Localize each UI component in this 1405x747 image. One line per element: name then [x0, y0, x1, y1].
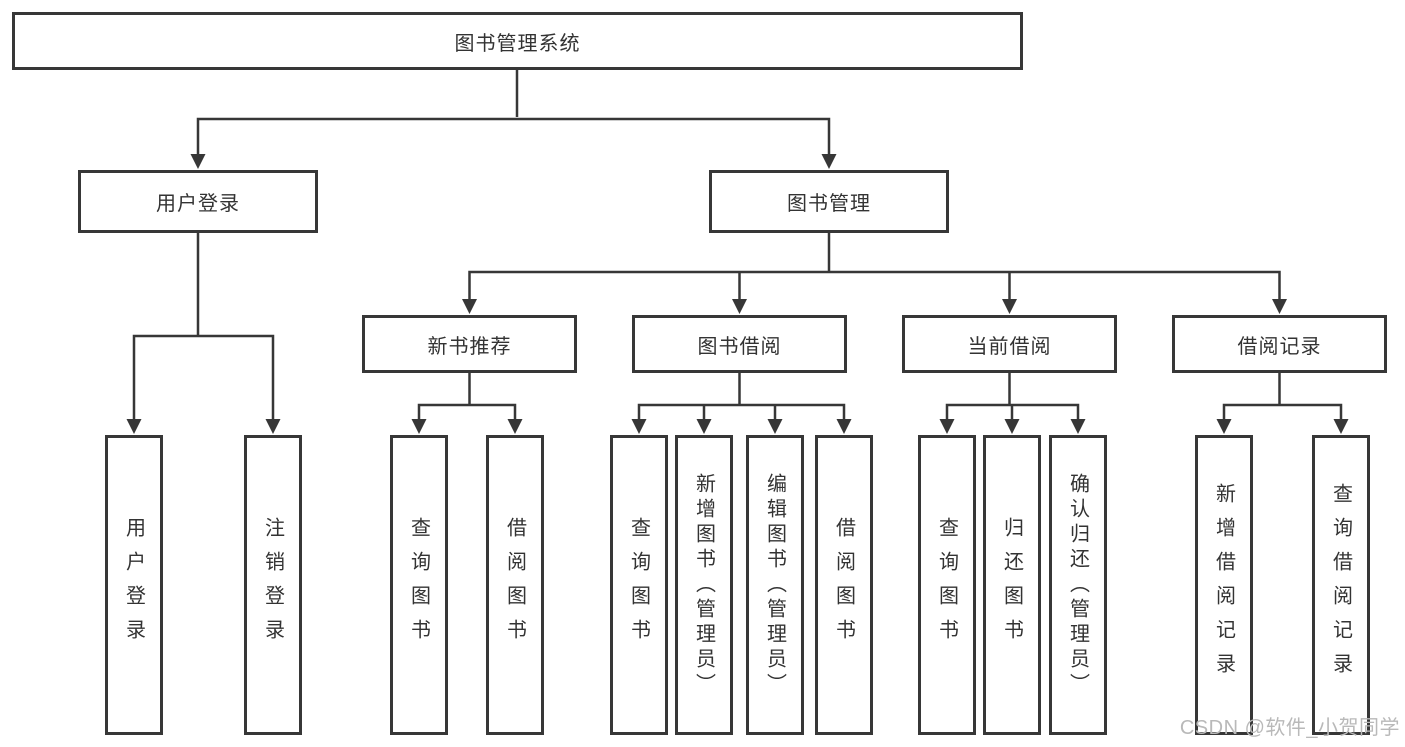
leaf-confirm-return-admin: 确认归还（管理员） [1049, 435, 1107, 735]
edge-new-book-children [411, 403, 523, 434]
node-borrowing-records: 借阅记录 [1172, 315, 1387, 373]
leaf-add-book-admin: 新增图书（管理员） [675, 435, 733, 735]
leaf-edit-book-admin: 编辑图书（管理员） [746, 435, 804, 735]
leaf-query-books-current: 查询图书 [918, 435, 976, 735]
node-user-login: 用户登录 [78, 170, 318, 233]
leaf-user-login: 用户登录 [105, 435, 163, 735]
leaf-query-books-borrowing: 查询图书 [610, 435, 668, 735]
leaf-borrow-books-borrowing: 借阅图书 [815, 435, 873, 735]
edge-user-login-children [126, 334, 281, 434]
leaf-logout: 注销登录 [244, 435, 302, 735]
edge-book-borrowing-children [631, 403, 852, 434]
leaf-borrow-books-recommend: 借阅图书 [486, 435, 544, 735]
leaf-query-borrow-record: 查询借阅记录 [1312, 435, 1370, 735]
csdn-watermark: CSDN @软件_小贺同学 [1179, 717, 1400, 739]
edge-root-to-level2 [190, 117, 837, 169]
node-root: 图书管理系统 [12, 12, 1023, 70]
edge-current-borrowing-children [939, 403, 1086, 434]
node-new-book-recommendation: 新书推荐 [362, 315, 577, 373]
node-book-management: 图书管理 [709, 170, 949, 233]
leaf-query-books-recommend: 查询图书 [390, 435, 448, 735]
leaf-add-borrow-record: 新增借阅记录 [1195, 435, 1253, 735]
node-current-borrowing: 当前借阅 [902, 315, 1117, 373]
node-book-borrowing: 图书借阅 [632, 315, 847, 373]
leaf-return-books: 归还图书 [983, 435, 1041, 735]
edge-borrowing-records-children [1216, 403, 1349, 434]
edge-book-management-children [462, 270, 1287, 314]
